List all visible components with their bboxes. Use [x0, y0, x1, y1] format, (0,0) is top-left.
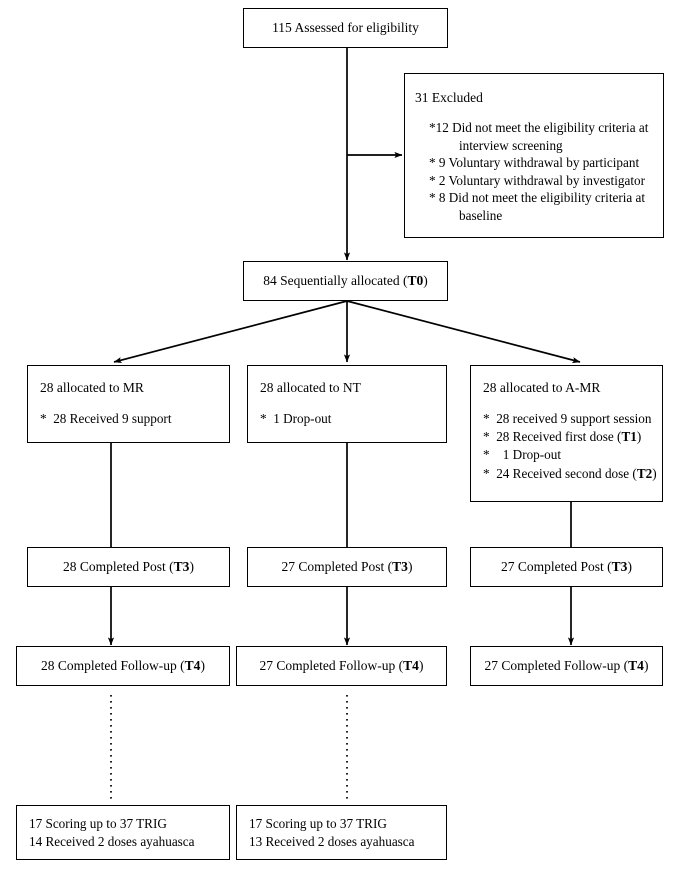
assessed-label: 115 Assessed for eligibility [272, 19, 419, 35]
arm-nt-heading: 28 allocated to NT [260, 380, 361, 395]
arm-a-mr-tail-1: ) [636, 429, 642, 445]
mr-followup-tag: T4 [184, 657, 201, 673]
excluded-reason-list: *12 Did not meet the eligibility criteri… [405, 119, 663, 224]
nt-subgroup-line: 17 Scoring up to 37 TRIG [249, 815, 387, 831]
arm-nt-detail-text-0: * 1 Drop-out [260, 411, 332, 426]
mr-subgroup-list: 17 Scoring up to 37 TRIG 14 Received 2 d… [17, 815, 229, 851]
excluded-reason-text-3: * 8 Did not meet the eligibility criteri… [429, 190, 646, 206]
box-mr-completed-followup: 28 Completed Follow-up (T4) [16, 646, 230, 686]
allocated-label: 84 Sequentially allocated (T0) [263, 273, 428, 290]
arm-a-mr-tag-3: T2 [636, 465, 653, 481]
nt-followup-tag: T4 [403, 657, 419, 673]
mr-subgroup-line: 17 Scoring up to 37 TRIG [29, 815, 167, 831]
mr-post-suffix: ) [189, 558, 194, 574]
excluded-reason-item: * 8 Did not meet the eligibility criteri… [405, 189, 663, 224]
arm-a-mr-detail-text-0: * 28 received 9 support session [483, 411, 652, 426]
nt-completed-post-label: 27 Completed Post (T3) [282, 559, 413, 576]
arm-a-mr-detail-list: * 28 received 9 support session * 28 Rec… [471, 410, 662, 483]
excluded-reason-text-0: *12 Did not meet the eligibility criteri… [429, 120, 649, 135]
mr-post-tag: T3 [173, 558, 190, 574]
a-mr-followup-suffix: ) [643, 657, 649, 673]
arm-a-mr-detail-item: * 28 received 9 support session [471, 410, 662, 428]
nt-followup-suffix: ) [418, 657, 424, 673]
mr-followup-label: 28 Completed Follow-up (T4) [41, 658, 205, 675]
box-excluded: 31 Excluded *12 Did not meet the eligibi… [404, 73, 664, 238]
nt-followup-label: 27 Completed Follow-up (T4) [260, 658, 424, 675]
arm-nt-detail-item: * 1 Drop-out [248, 410, 446, 427]
arm-mr-heading: 28 allocated to MR [40, 380, 144, 395]
excluded-heading: 31 Excluded [415, 90, 483, 105]
box-arm-mr: 28 allocated to MR * 28 Received 9 suppo… [27, 365, 230, 443]
arm-a-mr-detail-text-3: * 24 Received second dose ( [483, 465, 637, 481]
nt-followup-prefix: 27 Completed Follow-up ( [259, 657, 404, 673]
mr-followup-suffix: ) [200, 657, 205, 673]
box-sequentially-allocated: 84 Sequentially allocated (T0) [243, 261, 448, 301]
arm-a-mr-tag-1: T1 [621, 429, 637, 445]
allocated-suffix: ) [423, 272, 428, 288]
a-mr-completed-post-label: 27 Completed Post (T3) [501, 559, 632, 576]
arm-mr-detail-list: * 28 Received 9 support [28, 410, 229, 427]
arm-mr-detail-text-0: * 28 Received 9 support [40, 411, 172, 426]
arm-mr-detail-item: * 28 Received 9 support [28, 410, 229, 427]
a-mr-post-prefix: 27 Completed Post ( [501, 558, 612, 574]
nt-subgroup-line: 13 Received 2 doses ayahuasca [249, 833, 415, 849]
box-nt-completed-followup: 27 Completed Follow-up (T4) [236, 646, 447, 686]
box-mr-completed-post: 28 Completed Post (T3) [27, 547, 230, 587]
allocated-timepoint-tag: T0 [407, 272, 424, 288]
arm-a-mr-detail-item: * 24 Received second dose (T2) [471, 465, 662, 483]
arm-a-mr-heading: 28 allocated to A-MR [483, 380, 601, 395]
box-arm-a-mr: 28 allocated to A-MR * 28 received 9 sup… [470, 365, 663, 502]
nt-post-suffix: ) [407, 558, 413, 574]
arm-a-mr-tail-3: ) [652, 465, 657, 481]
arm-a-mr-detail-text-2: * 1 Drop-out [483, 447, 562, 463]
a-mr-followup-prefix: 27 Completed Follow-up ( [484, 657, 629, 673]
box-mr-subgroup: 17 Scoring up to 37 TRIG 14 Received 2 d… [16, 805, 230, 860]
mr-completed-post-label: 28 Completed Post (T3) [63, 559, 194, 576]
box-assessed-for-eligibility: 115 Assessed for eligibility [243, 8, 448, 48]
mr-post-prefix: 28 Completed Post ( [63, 558, 174, 574]
nt-post-prefix: 27 Completed Post ( [281, 558, 393, 574]
excluded-reason-cont-0: interview screening [459, 137, 563, 153]
excluded-reason-cont-3: baseline [459, 207, 503, 223]
mr-followup-prefix: 28 Completed Follow-up ( [41, 657, 185, 673]
edge-allocated-to-mr [113, 300, 348, 364]
allocated-prefix: 84 Sequentially allocated ( [263, 272, 408, 288]
edge-allocated-to-amr [346, 300, 581, 364]
arm-a-mr-detail-item: * 1 Drop-out [471, 446, 662, 464]
nt-subgroup-list: 17 Scoring up to 37 TRIG 13 Received 2 d… [237, 815, 446, 851]
a-mr-post-suffix: ) [627, 558, 632, 574]
nt-post-tag: T3 [392, 558, 408, 574]
mr-subgroup-line: 14 Received 2 doses ayahuasca [29, 833, 195, 849]
a-mr-followup-label: 27 Completed Follow-up (T4) [485, 658, 649, 675]
arm-a-mr-detail-text-1: * 28 Received first dose ( [483, 429, 622, 445]
excluded-reason-text-1: * 9 Voluntary withdrawal by participant [429, 155, 640, 171]
box-a-mr-completed-followup: 27 Completed Follow-up (T4) [470, 646, 663, 686]
a-mr-post-tag: T3 [611, 558, 628, 574]
box-nt-completed-post: 27 Completed Post (T3) [247, 547, 447, 587]
box-a-mr-completed-post: 27 Completed Post (T3) [470, 547, 663, 587]
excluded-reason-item: * 9 Voluntary withdrawal by participant [405, 154, 663, 172]
excluded-reason-text-2: * 2 Voluntary withdrawal by investigator [429, 172, 645, 188]
box-nt-subgroup: 17 Scoring up to 37 TRIG 13 Received 2 d… [236, 805, 447, 860]
excluded-reason-item: *12 Did not meet the eligibility criteri… [405, 119, 663, 154]
excluded-reason-item: * 2 Voluntary withdrawal by investigator [405, 172, 663, 190]
arm-a-mr-detail-item: * 28 Received first dose (T1) [471, 428, 662, 446]
box-arm-nt: 28 allocated to NT * 1 Drop-out [247, 365, 447, 443]
arm-nt-detail-list: * 1 Drop-out [248, 410, 446, 427]
a-mr-followup-tag: T4 [628, 657, 644, 673]
